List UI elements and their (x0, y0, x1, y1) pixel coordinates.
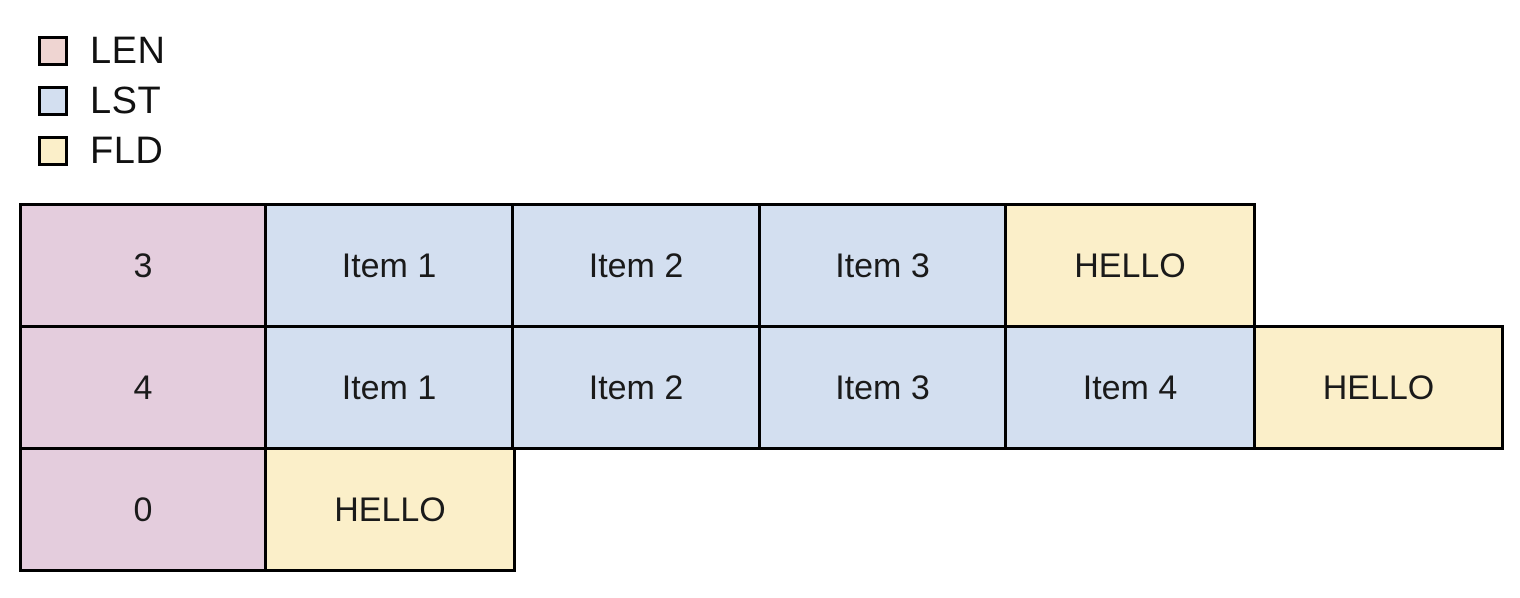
table-cell-lst: Item 1 (264, 325, 514, 450)
table-cell-lst: Item 2 (511, 203, 761, 328)
legend: LEN LST FLD (38, 26, 165, 176)
legend-swatch-fld-icon (38, 136, 68, 166)
table-cell-lst: Item 2 (511, 325, 761, 450)
legend-item-len: LEN (38, 26, 165, 76)
table-cell-len: 3 (19, 203, 267, 328)
table-cell-fld: HELLO (1004, 203, 1256, 328)
legend-swatch-lst-icon (38, 86, 68, 116)
table-cell-lst: Item 1 (264, 203, 514, 328)
table-cell-lst: Item 3 (758, 325, 1007, 450)
legend-label-lst: LST (90, 80, 162, 122)
legend-label-len: LEN (90, 30, 166, 72)
legend-swatch-len-icon (38, 36, 68, 66)
table-cell-len: 4 (19, 325, 267, 450)
legend-item-fld: FLD (38, 126, 165, 176)
table-cell-len: 0 (19, 447, 267, 572)
legend-label-fld: FLD (90, 130, 164, 172)
legend-item-lst: LST (38, 76, 165, 126)
table-cell-lst: Item 3 (758, 203, 1007, 328)
table-cell-fld: HELLO (1253, 325, 1504, 450)
table-cell-fld: HELLO (264, 447, 516, 572)
table-cell-lst: Item 4 (1004, 325, 1256, 450)
